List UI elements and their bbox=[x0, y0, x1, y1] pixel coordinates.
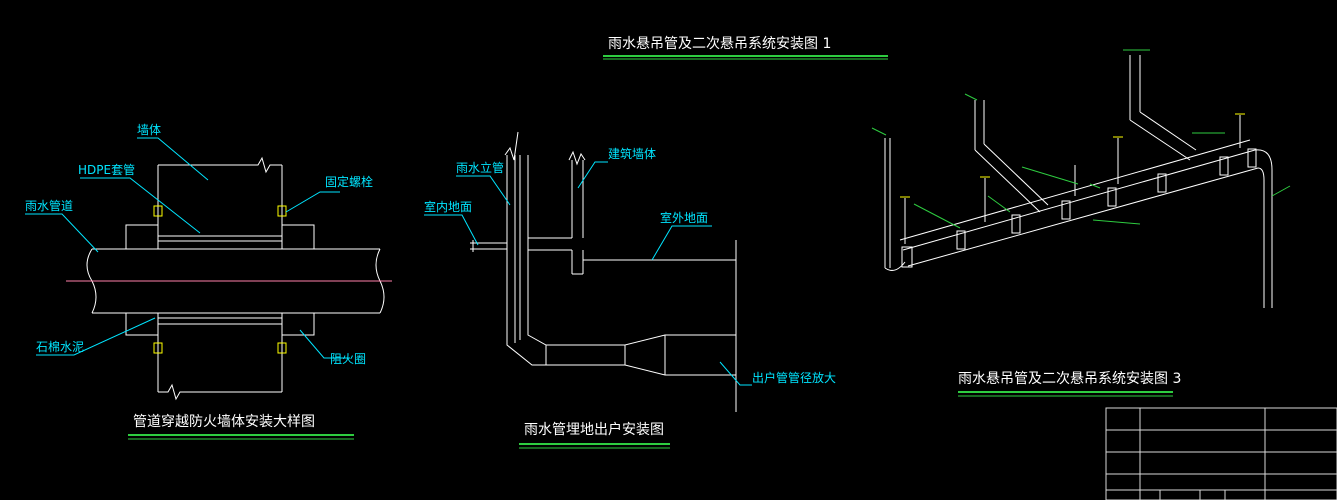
pipe-clamps bbox=[901, 148, 1257, 268]
outlet-pipe-top bbox=[527, 320, 736, 346]
wall-break-bottom bbox=[158, 383, 282, 401]
detail1-labels: 墙体 HDPE套管 雨水管道 固定螺栓 石棉水泥 阻火圈 管道穿越防火墙体安装大… bbox=[25, 123, 373, 440]
leader-bolt bbox=[285, 191, 340, 213]
fire-ring-right-bottom bbox=[281, 312, 315, 336]
bldg-wall-break bbox=[568, 150, 586, 166]
detail-buried-outlet bbox=[424, 131, 752, 412]
fire-ring-right-top bbox=[281, 224, 315, 250]
label-fire-ring: 阻火圈 bbox=[330, 352, 366, 366]
detail-suspended-system bbox=[871, 49, 1291, 308]
hanger-caps bbox=[900, 49, 1245, 198]
leader-struct bbox=[577, 161, 608, 189]
left-branch-b bbox=[983, 143, 1049, 206]
label-wall: 墙体 bbox=[137, 123, 161, 137]
detail1-title: 管道穿越防火墙体安装大样图 bbox=[133, 414, 315, 430]
label-fixing-bolt: 固定螺栓 bbox=[325, 174, 373, 189]
bolt-icon bbox=[277, 205, 287, 217]
left-branch-a bbox=[974, 149, 1041, 213]
label-hdpe-sleeve: HDPE套管 bbox=[78, 162, 135, 177]
leader-indoor bbox=[424, 214, 479, 246]
leader-fire-ring bbox=[299, 329, 350, 359]
top-branch-a bbox=[1129, 119, 1191, 161]
main-pipe-bottom bbox=[907, 167, 1259, 267]
left-elbow bbox=[884, 261, 906, 271]
main-title: 雨水悬吊管及二次悬吊系统安装图 1 bbox=[608, 36, 831, 52]
detail2-title: 雨水管埋地出户安装图 bbox=[524, 421, 664, 438]
leader-outlet bbox=[719, 361, 752, 386]
right-downpipe-inner bbox=[1257, 167, 1265, 308]
hanger-rods bbox=[904, 115, 1241, 244]
outlet-pipe-bottom bbox=[506, 320, 736, 376]
label-outdoor-ground: 室外地面 bbox=[660, 210, 708, 225]
main-title-block: 雨水悬吊管及二次悬吊系统安装图 1 bbox=[603, 36, 888, 60]
fire-ring-left-top bbox=[125, 224, 159, 250]
leader-hdpe bbox=[80, 177, 201, 234]
callout-leaders bbox=[871, 49, 1291, 229]
bolt-icon bbox=[277, 342, 287, 354]
label-rain-riser: 雨水立管 bbox=[456, 160, 504, 175]
top-branch-b bbox=[1139, 111, 1197, 151]
label-outlet-enlarge: 出户管管径放大 bbox=[752, 370, 836, 385]
title-block-frame bbox=[1105, 407, 1337, 500]
label-rain-pipe: 雨水管道 bbox=[25, 198, 73, 213]
right-downpipe-outer bbox=[1254, 149, 1273, 308]
detail3-title-block: 雨水悬吊管及二次悬吊系统安装图 3 bbox=[958, 371, 1181, 397]
label-indoor-floor: 室内地面 bbox=[424, 199, 472, 214]
label-building-wall: 建筑墙体 bbox=[608, 146, 656, 161]
riser-break bbox=[504, 131, 519, 161]
main-pipe-top bbox=[902, 149, 1256, 251]
detail-firewall-penetration bbox=[25, 137, 392, 401]
leader-pipe bbox=[25, 213, 99, 253]
detail2-labels: 雨水立管 建筑墙体 室内地面 室外地面 出户管管径放大 雨水管埋地出户安装图 bbox=[424, 146, 836, 449]
leader-wall bbox=[137, 137, 209, 181]
leader-asbestos bbox=[36, 317, 156, 356]
label-asbestos-cement: 石棉水泥 bbox=[36, 340, 84, 354]
bolt-icon bbox=[153, 205, 163, 217]
detail3-title: 雨水悬吊管及二次悬吊系统安装图 3 bbox=[958, 371, 1181, 387]
leader-outdoor bbox=[651, 225, 712, 261]
drawing-title-block bbox=[1105, 407, 1337, 500]
wall-break-top bbox=[158, 156, 282, 174]
bolt-icon bbox=[153, 342, 163, 354]
leader-riser bbox=[456, 175, 511, 206]
